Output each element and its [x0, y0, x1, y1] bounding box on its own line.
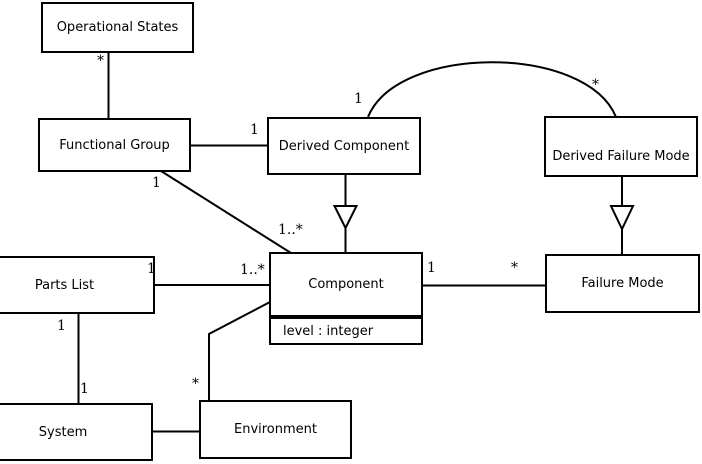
class-derived-component[interactable]: Derived Component — [267, 117, 421, 175]
class-attribute: level : integer — [283, 323, 374, 339]
class-name: Derived Component — [278, 138, 410, 154]
multiplicity-label-functional-group-side: 1 — [152, 175, 161, 191]
class-name: Component — [308, 277, 384, 292]
multiplicity-label-parts-list-bottom: 1 — [57, 318, 66, 334]
class-name: Operational States — [56, 20, 179, 35]
class-component[interactable]: Component level : integer — [269, 252, 423, 345]
class-operational-states[interactable]: Operational States — [41, 2, 194, 53]
class-component-name-compartment: Component — [269, 252, 423, 317]
generalization-triangle-icon-derived-failure-mode — [609, 205, 635, 232]
multiplicity-label-parts-list-side: 1 — [147, 261, 156, 277]
class-component-attribute-compartment: level : integer — [269, 317, 423, 345]
class-name: Failure Mode — [581, 276, 664, 291]
multiplicity-label-failure-mode-side: * — [511, 260, 518, 276]
class-name: Functional Group — [59, 137, 170, 153]
association-line-functional-group-component — [160, 170, 292, 254]
association-arc-derived-component-derived-failure-mode — [367, 61, 617, 118]
class-name: Derived Failure Mode — [552, 149, 690, 164]
class-name: Parts List — [34, 277, 95, 293]
class-environment[interactable]: Environment — [199, 400, 352, 459]
class-name: System — [38, 424, 88, 440]
multiplicity-label-system-top: 1 — [80, 381, 89, 397]
multiplicity-label-component-side-horizontal: 1..* — [240, 262, 265, 278]
class-system[interactable]: System — [0, 403, 153, 461]
class-failure-mode[interactable]: Failure Mode — [545, 254, 700, 313]
multiplicity-label-derived-component-side: 1 — [250, 122, 259, 138]
generalization-triangle-icon-derived-component — [332, 205, 359, 231]
multiplicity-label-operational-states: * — [97, 53, 104, 69]
multiplicity-label-arc-derived-component-side: 1 — [354, 91, 363, 107]
multiplicity-label-environment-side: * — [192, 376, 199, 392]
class-derived-failure-mode[interactable]: Derived Failure Mode — [544, 116, 698, 177]
class-parts-list[interactable]: Parts List — [0, 256, 155, 314]
class-functional-group[interactable]: Functional Group — [38, 118, 191, 172]
class-name: Environment — [233, 422, 317, 437]
multiplicity-label-component-side-right: 1 — [427, 260, 436, 276]
association-line-environment-component — [208, 301, 271, 401]
multiplicity-label-component-side-diagonal: 1..* — [278, 222, 303, 238]
multiplicity-label-arc-derived-failure-mode-side: * — [592, 77, 599, 93]
